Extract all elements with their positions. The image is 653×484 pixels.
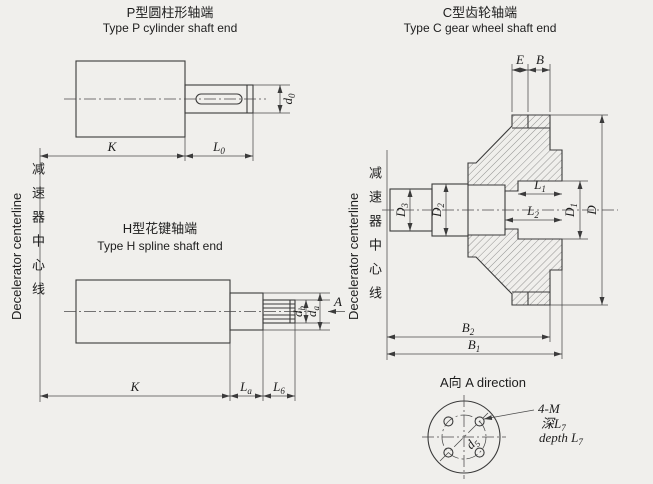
type-h-dimension-lines xyxy=(40,292,345,401)
depth-label-en: depth L7 xyxy=(539,430,583,447)
type-p-title-zh: P型圆柱形轴端 xyxy=(127,5,214,20)
dim-label-d3: D3 xyxy=(393,203,410,218)
view-a-arrow-label: A xyxy=(333,294,342,309)
dim-label-l6: L6 xyxy=(272,379,285,396)
a-view-bolt-hole xyxy=(443,416,454,427)
dim-label-l0: L0 xyxy=(212,139,225,156)
decelerator-centerline-text-zh-left: 减速器中心线 xyxy=(30,162,45,306)
c-gear-lower-half xyxy=(467,228,563,306)
decelerator-centerline-text-en-right: Decelerator centerline xyxy=(346,192,361,320)
type-p-dimension-lines xyxy=(40,84,290,161)
type-h-section: H型花键轴端 Type H spline shaft end xyxy=(40,221,345,401)
type-p-title-en: Type P cylinder shaft end xyxy=(103,21,238,35)
dim-label-l1: L1 xyxy=(533,177,546,194)
dim-label-b1: B1 xyxy=(468,337,480,354)
type-p-section: P型圆柱形轴端 Type P cylinder shaft end d0 K L… xyxy=(40,5,297,161)
depth-label-zh: 深L7 xyxy=(541,416,566,433)
a-view-title: A向 A direction xyxy=(440,375,526,390)
dim-label-d: D xyxy=(584,205,599,216)
dim-label-d5: d5 xyxy=(463,433,483,453)
type-c-title-zh: C型齿轮轴端 xyxy=(443,5,517,20)
type-h-title-en: Type H spline shaft end xyxy=(97,239,222,253)
dim-label-k-h: K xyxy=(130,379,141,394)
decelerator-centerline-text-en-left: Decelerator centerline xyxy=(9,192,24,320)
dim-label-d2: D2 xyxy=(429,203,446,218)
dim-label-la: La xyxy=(239,379,252,396)
type-c-dimension-lines xyxy=(387,64,608,359)
dim-label-d1: D1 xyxy=(562,203,579,218)
type-c-section: C型齿轮轴端 Type C gear wheel shaft end xyxy=(382,5,618,360)
dim-label-b: B xyxy=(536,52,544,67)
dim-label-da: da xyxy=(304,306,321,318)
dim-label-b2: B2 xyxy=(462,320,475,337)
a-view-bolt-hole xyxy=(474,416,485,427)
type-h-title-zh: H型花键轴端 xyxy=(123,221,197,236)
a-view-bolt-hole xyxy=(474,447,485,458)
bolt-spec-label: 4-M xyxy=(538,401,561,416)
a-view-bolt-hole xyxy=(443,447,454,458)
a-view-centerline-diagonal xyxy=(439,412,489,462)
c-gear-body xyxy=(467,114,563,306)
dim-label-l2: L2 xyxy=(526,203,539,220)
dim-label-d0: d0 xyxy=(280,93,297,105)
dim-label-k-p: K xyxy=(107,139,118,154)
decelerator-centerline-text-zh-right: 减速器中心线 xyxy=(367,166,382,310)
dim-label-e: E xyxy=(515,52,524,67)
a-view-leader-line xyxy=(483,409,535,421)
c-gear-upper-half xyxy=(467,114,563,192)
type-c-title-en: Type C gear wheel shaft end xyxy=(404,21,557,35)
dim-label-db: db xyxy=(290,306,307,318)
a-direction-view: A向 A direction d5 4-M 深L7 depth L7 xyxy=(422,375,583,479)
